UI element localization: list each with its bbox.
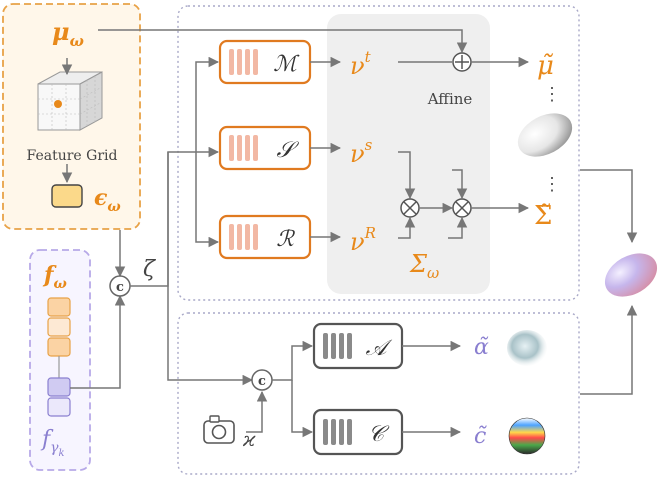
opacity-gaussian xyxy=(507,330,547,366)
concat-symbol-2: c xyxy=(258,374,266,389)
feature-input-box xyxy=(29,249,91,471)
epsilon-block xyxy=(51,184,83,208)
color-gaussian xyxy=(508,417,546,455)
sigma-omega-label: Σω xyxy=(409,250,439,282)
svg-text:ℛ: ℛ xyxy=(276,227,295,252)
bottom-group-box xyxy=(177,312,580,475)
f-gamma-vector xyxy=(47,377,71,417)
top-group-box xyxy=(177,5,580,301)
sigma-tilde-label: Σ̃ xyxy=(534,201,552,231)
mlp-block-A: 𝒜 xyxy=(312,322,404,370)
c-tilde-label: c̃ xyxy=(474,424,487,449)
mlp-block-C: 𝒞 xyxy=(312,408,404,456)
gaussian-ellipsoid-final xyxy=(604,253,658,297)
svg-text:ℳ: ℳ xyxy=(273,52,300,77)
alpha-tilde-label: α̃ xyxy=(474,335,489,360)
zeta-label: ζ xyxy=(143,257,157,282)
mlp-block-M: ℳ xyxy=(218,39,312,85)
affine-region xyxy=(327,14,490,294)
feature-grid-label: Feature Grid xyxy=(27,148,118,164)
nu-t-label: νt xyxy=(350,48,372,80)
affine-label: Affine xyxy=(427,90,473,108)
camera-icon xyxy=(203,415,235,444)
camera-label: ϰ xyxy=(242,427,256,451)
feature-grid-icon xyxy=(37,71,103,131)
mlp-block-R: ℛ xyxy=(218,214,312,260)
f-omega-label: fω xyxy=(42,262,67,292)
nu-r-label: νR xyxy=(350,224,376,256)
dots-bottom: ⋮ xyxy=(543,174,561,195)
epsilon-omega-label: ϵω xyxy=(94,185,121,215)
concat-symbol-1: c xyxy=(116,280,124,295)
gaussian-ellipsoid-white xyxy=(517,113,573,157)
mu-tilde-label: μ̃ xyxy=(537,51,554,81)
mlp-block-S: 𝒮 xyxy=(218,125,312,171)
nu-s-label: νs xyxy=(350,136,373,168)
f-omega-vector xyxy=(47,297,71,357)
mu-omega-label: μω xyxy=(52,17,84,50)
dots-top: ⋮ xyxy=(543,84,561,105)
